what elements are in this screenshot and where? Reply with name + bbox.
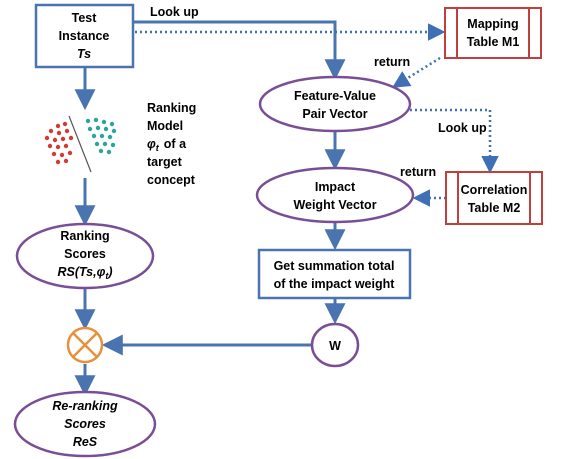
ranking-model-line2: Model (147, 119, 183, 133)
mapping-table-line1: Mapping (467, 17, 518, 31)
reranking-line2: Scores (64, 417, 106, 431)
test-instance-line1: Test (72, 11, 98, 25)
multiply-operator-icon (66, 326, 104, 364)
ranking-model-scatter-icon (44, 115, 117, 173)
arrow-test-to-feature-value (133, 20, 346, 81)
edge-label-lookup-1: Look up (150, 5, 199, 19)
ranking-model-line5: concept (147, 173, 196, 187)
reranking-line1: Re-ranking (52, 399, 118, 413)
teal-dots-cluster (85, 117, 117, 155)
summation-line2: of the impact weight (274, 277, 396, 291)
summation-line1: Get summation total (274, 259, 395, 273)
test-instance-line3: Ts (77, 47, 91, 61)
mapping-table-line2: Table M1 (467, 35, 520, 49)
dotted-arrows (135, 23, 499, 207)
edge-label-return-1: return (374, 55, 410, 69)
solid-arrows (74, 20, 346, 397)
mapping-table-box: Mapping Table M1 (444, 7, 542, 59)
feature-value-line2: Pair Vector (302, 107, 367, 121)
red-dots-cluster (44, 121, 74, 165)
w-label: W (329, 339, 341, 353)
separator-line (68, 115, 92, 173)
feature-value-line1: Feature-Value (294, 89, 376, 103)
edge-label-lookup-2: Look up (438, 121, 487, 135)
correlation-table-box: Correlation Table M2 (445, 171, 543, 225)
feature-value-ellipse: Feature-Value Pair Vector (258, 75, 412, 133)
arrow-lookup-correlation-table (410, 108, 499, 174)
summation-box: Get summation total of the impact weight (257, 248, 412, 300)
reranking-line3: ReS (73, 435, 98, 449)
impact-weight-line1: Impact (315, 180, 356, 194)
ranking-model-line4: target (147, 155, 183, 169)
ranking-scores-line1: Ranking (60, 229, 109, 243)
test-instance-line2: Instance (59, 29, 110, 43)
ranking-scores-line2: Scores (64, 247, 106, 261)
impact-weight-line2: Weight Vector (293, 198, 376, 212)
correlation-table-line2: Table M2 (468, 201, 521, 215)
w-circle: W (310, 322, 360, 368)
reranking-scores-ellipse: Re-ranking Scores ReS (13, 390, 157, 458)
ranking-model-line1: Ranking (147, 101, 196, 115)
ranking-scores-ellipse: Ranking Scores RS(Ts,φt) (15, 222, 155, 290)
correlation-table-line1: Correlation (461, 183, 528, 197)
edge-label-return-2: return (400, 165, 436, 179)
ranking-scores-line3: RS(Ts,φt) (57, 265, 112, 281)
arrow-return-from-mapping (392, 56, 441, 88)
impact-weight-ellipse: Impact Weight Vector (255, 166, 415, 224)
test-instance-box: Test Instance Ts (34, 3, 135, 69)
